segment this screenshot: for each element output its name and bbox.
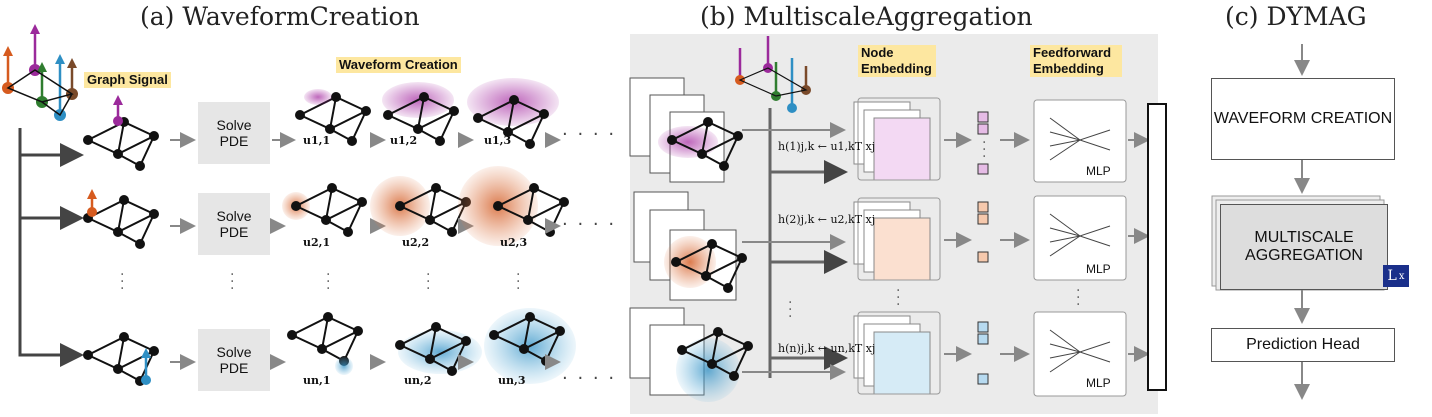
vertical-ellipsis-a3: ··· [326, 267, 331, 297]
row-n-frames [629, 307, 754, 402]
mlp-n [1033, 311, 1127, 397]
node-embedding-matrix-1 [853, 97, 941, 181]
ellipsis-row-1: · · · · [562, 124, 617, 145]
mlp-2 [1033, 195, 1127, 281]
formula-1: h(1)j,k ← u1,kT xj [778, 140, 876, 153]
label-u13: u1,3 [484, 134, 512, 147]
mlp-1 [1033, 99, 1127, 183]
label-un1: un,1 [303, 374, 331, 387]
row-2-frames [633, 191, 748, 301]
prediction-head-box: Prediction Head [1211, 328, 1395, 362]
label-u22: u2,2 [402, 236, 430, 249]
initial-signal-graph [2, 24, 78, 121]
vertical-ellipsis-a1: ··· [120, 267, 125, 297]
formula-n: h(n)j,k ← un,kT xj [778, 342, 876, 355]
vertical-ellipsis-b1: ··· [788, 295, 793, 325]
panel-a [2, 24, 576, 387]
mlp-2-label: MLP [1086, 262, 1111, 276]
vertical-ellipsis-a4: ··· [426, 267, 431, 297]
node-embedding-label: Node Embedding [858, 45, 936, 77]
formula-2: h(2)j,k ← u2,kT xj [778, 213, 876, 226]
signal-icon-b [735, 36, 811, 113]
mlp-1-label: MLP [1086, 164, 1111, 178]
panel-b-title: (b) MultiscaleAggregation [700, 2, 1033, 31]
vector-n [977, 321, 989, 385]
graph-signal-label: Graph Signal [84, 72, 171, 88]
vector-1 [977, 111, 989, 175]
vertical-ellipsis-b3: ··· [982, 135, 987, 165]
label-u12: u1,2 [390, 134, 418, 147]
mlp-n-label: MLP [1086, 376, 1111, 390]
label-un3: un,3 [498, 374, 526, 387]
node-embedding-matrix-n [853, 311, 941, 395]
label-u21: u2,1 [303, 236, 331, 249]
label-un2: un,2 [404, 374, 432, 387]
panel-a-title: (a) WaveformCreation [140, 2, 420, 31]
vertical-ellipsis-a5: ··· [516, 267, 521, 297]
node-embedding-matrix-2 [853, 197, 941, 281]
multiscale-aggregation-box: MULTISCALE AGGREGATION [1220, 204, 1388, 290]
vertical-ellipsis-b4: ··· [1076, 283, 1081, 313]
waveform-creation-box: WAVEFORM CREATION [1211, 78, 1395, 160]
label-u11: u1,1 [303, 134, 331, 147]
waveform-creation-label: Waveform Creation [336, 57, 461, 73]
vertical-ellipsis-b2: ··· [896, 283, 901, 313]
panel-b [629, 34, 1167, 414]
label-u23: u2,3 [500, 236, 528, 249]
panel-c-title: (c) DYMAG [1225, 2, 1367, 31]
feedforward-embedding-label: Feedforward Embedding [1030, 45, 1122, 77]
ellipsis-row-n: · · · · [562, 368, 617, 389]
vertical-ellipsis-a2: ··· [230, 267, 235, 297]
row-1-frames [629, 77, 744, 183]
ellipsis-row-2: · · · · [562, 214, 617, 235]
vector-2 [977, 201, 989, 263]
